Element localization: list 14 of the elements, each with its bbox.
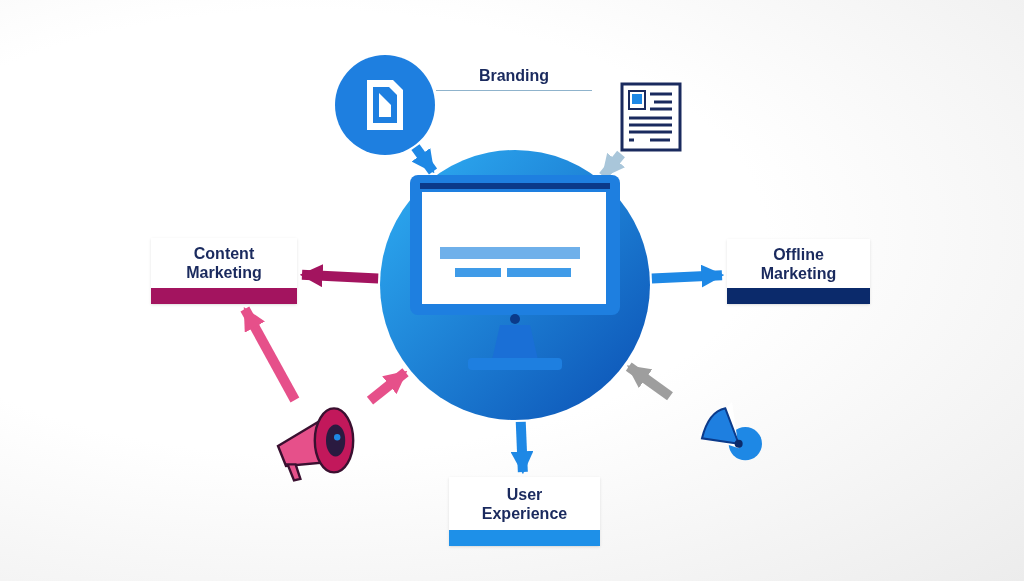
arrow xyxy=(240,306,300,403)
arrow xyxy=(625,362,673,401)
arrow xyxy=(366,368,409,405)
label-text: Offline Marketing xyxy=(759,244,838,283)
label-card xyxy=(727,239,870,304)
label-text: Branding xyxy=(478,65,550,85)
label-text: Content Marketing xyxy=(185,244,263,282)
arrow xyxy=(411,144,438,175)
label-card xyxy=(449,477,600,546)
arrow xyxy=(299,264,379,288)
label-card xyxy=(151,238,297,304)
arrow xyxy=(651,264,725,288)
arrow xyxy=(510,421,534,475)
label-text: User Experience xyxy=(480,484,569,523)
